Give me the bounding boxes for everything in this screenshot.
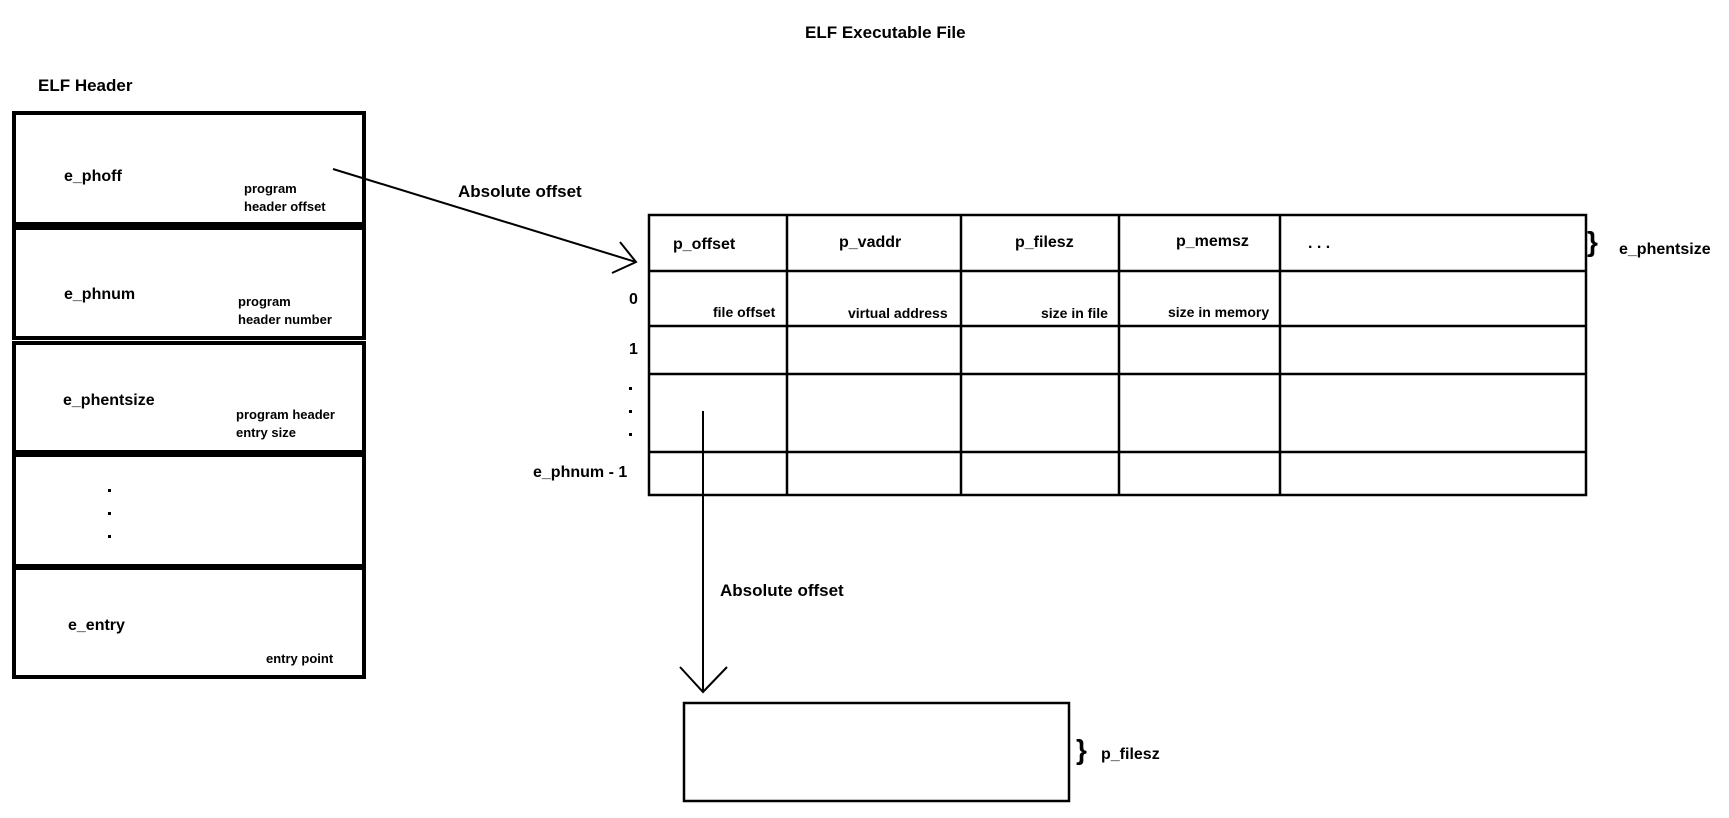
column-header-p-filesz: p_filesz	[1015, 234, 1074, 251]
diagram-title: ELF Executable File	[805, 23, 966, 42]
entry-size-label: e_phentsize	[1619, 241, 1711, 258]
row0-desc-virtual-address: virtual address	[848, 305, 948, 321]
row0-desc-size-in-file: size in file	[1041, 305, 1108, 321]
column-header-ellipsis: . . .	[1308, 235, 1331, 252]
field-desc-e-phnum-1: program	[238, 294, 291, 309]
row-ellipsis-dot	[629, 410, 632, 413]
field-name-e-phentsize: e_phentsize	[63, 392, 155, 409]
arrow-table-to-segment	[679, 411, 728, 694]
brace-icon: }	[1587, 226, 1598, 257]
absolute-offset-label-segment: Absolute offset	[720, 581, 844, 600]
elf-field-box-entry	[12, 566, 366, 679]
row-ellipsis-dot	[629, 387, 632, 390]
brace-icon: }	[1076, 734, 1087, 765]
elf-field-box-phentsize	[12, 341, 366, 454]
ellipsis-dot	[108, 489, 111, 492]
column-header-p-memsz: p_memsz	[1176, 233, 1249, 250]
row0-desc-file-offset: file offset	[713, 304, 776, 320]
segment-box	[682, 701, 1071, 803]
field-name-e-phoff: e_phoff	[64, 168, 122, 185]
field-name-e-entry: e_entry	[68, 617, 125, 634]
column-header-p-offset: p_offset	[673, 236, 736, 253]
column-header-p-vaddr: p_vaddr	[839, 234, 902, 251]
row-label-1: 1	[629, 341, 638, 358]
ellipsis-dot	[108, 535, 111, 538]
field-desc-e-phentsize-1: program header	[236, 407, 335, 422]
segment-size-label: p_filesz	[1101, 746, 1160, 763]
arrow-phoff-to-table	[332, 168, 638, 274]
elf-field-box-phnum	[12, 226, 366, 340]
row-label-0: 0	[629, 291, 638, 308]
row-label-last: e_phnum - 1	[533, 464, 628, 481]
field-name-e-phnum: e_phnum	[64, 286, 136, 303]
field-desc-e-phentsize-2: entry size	[236, 425, 296, 440]
elf-field-box-phoff	[12, 111, 366, 226]
field-desc-e-phoff-2: header offset	[244, 199, 326, 214]
elf-header-label: ELF Header	[38, 76, 133, 95]
row-ellipsis-dot	[629, 433, 632, 436]
field-desc-e-entry: entry point	[266, 651, 334, 666]
absolute-offset-label-phoff: Absolute offset	[458, 182, 582, 201]
ellipsis-dot	[108, 512, 111, 515]
row0-desc-size-in-memory: size in memory	[1168, 304, 1270, 320]
field-desc-e-phoff-1: program	[244, 181, 297, 196]
field-desc-e-phnum-2: header number	[238, 312, 332, 327]
